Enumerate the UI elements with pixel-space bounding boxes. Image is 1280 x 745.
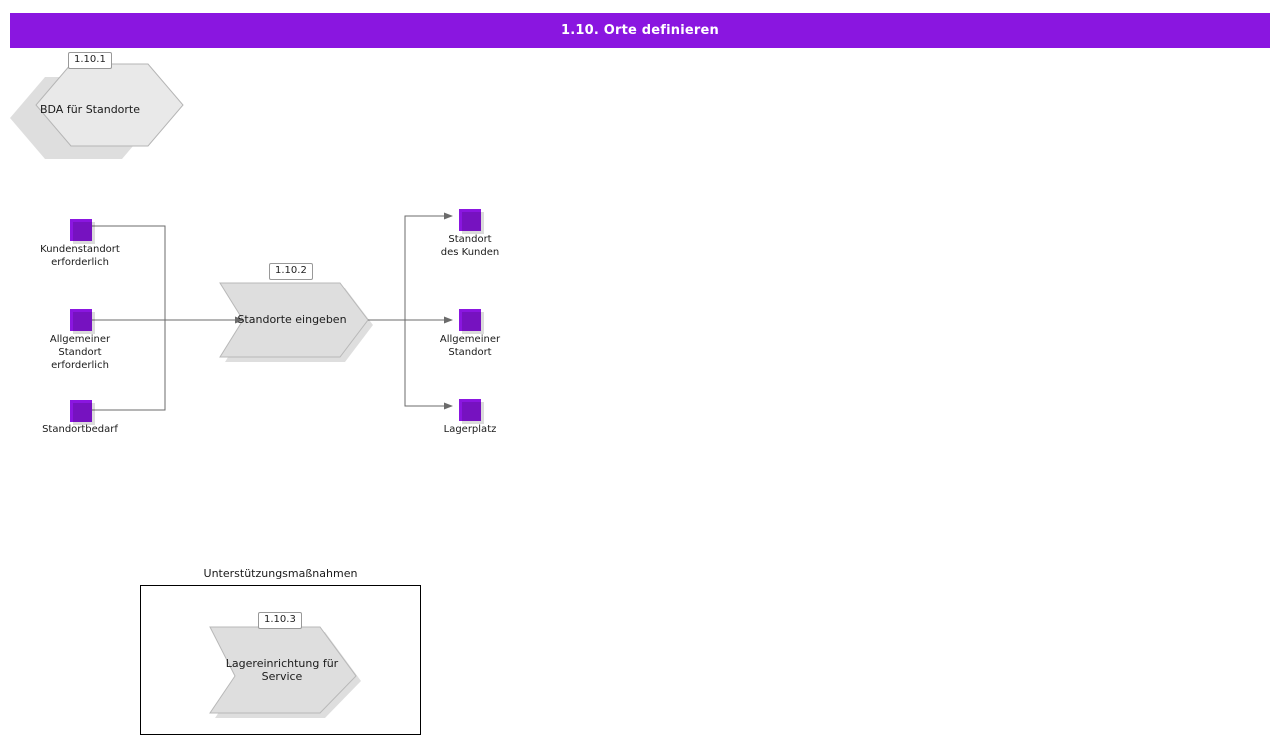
- hexagon-shape-bda[interactable]: [35, 63, 184, 147]
- page-title-bar: 1.10. Orte definieren: [10, 13, 1270, 48]
- output-label-allgemeiner-standort: Allgemeiner Standort: [439, 334, 501, 358]
- connector-input-standortbedarf: [92, 320, 166, 411]
- support-process-shape-lagereinrichtung[interactable]: [209, 626, 357, 714]
- page-title: 1.10. Orte definieren: [560, 23, 719, 38]
- output-node-allgemeiner-standort[interactable]: [459, 309, 484, 334]
- output-label-standort-des-kunden: Standort des Kunden: [440, 234, 500, 258]
- badge-support-process[interactable]: 1.10.3: [258, 612, 302, 629]
- support-group-title: Unterstützungsmaßnahmen: [203, 567, 358, 580]
- output-label-lagerplatz: Lagerplatz: [443, 424, 497, 435]
- output-node-standort-des-kunden[interactable]: [459, 209, 484, 234]
- input-node-allgemeiner-standort[interactable]: [70, 309, 95, 334]
- connector-input-kundenstandort: [92, 225, 166, 320]
- output-node-lagerplatz[interactable]: [459, 399, 484, 424]
- support-group-box[interactable]: [140, 585, 421, 735]
- input-node-standortbedarf[interactable]: [70, 400, 95, 425]
- badge-hexagon[interactable]: 1.10.1: [68, 52, 112, 69]
- input-label-kundenstandort: Kundenstandort erforderlich: [40, 244, 120, 268]
- connector-output-lagerplatz: [404, 320, 453, 410]
- badge-process[interactable]: 1.10.2: [269, 263, 313, 280]
- input-label-allgemeiner-standort: Allgemeiner Standort erforderlich: [49, 334, 111, 371]
- connector-output-standort-des-kunden: [404, 212, 453, 320]
- input-label-standortbedarf: Standortbedarf: [42, 424, 118, 435]
- input-node-kundenstandort[interactable]: [70, 219, 95, 244]
